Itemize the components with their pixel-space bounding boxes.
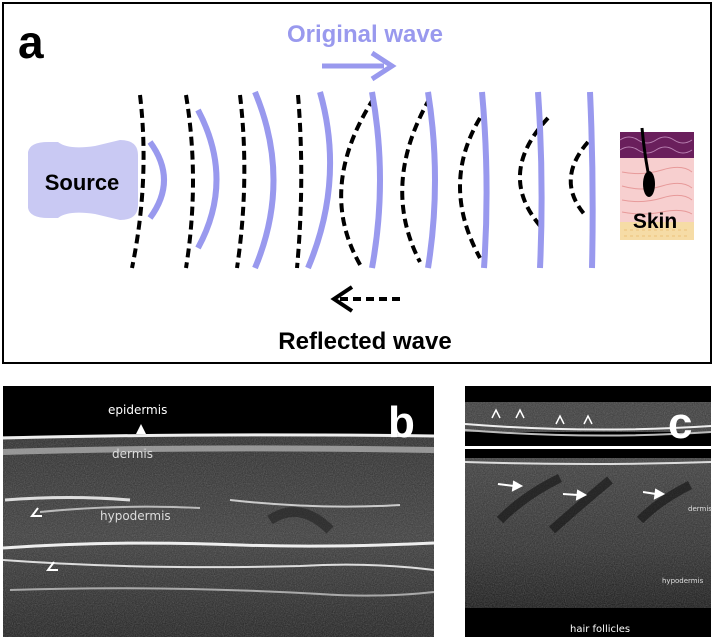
b-dermis-label: dermis	[112, 447, 153, 461]
original-front-3	[252, 90, 277, 270]
arrowhead-marker-icon	[491, 408, 593, 425]
c-dermis-label: dermis	[688, 505, 712, 513]
panel-b: epidermis dermis hypodermis b	[2, 386, 435, 637]
original-front-7	[479, 91, 490, 269]
reflected-front-6	[400, 97, 432, 263]
reflected-front-5	[339, 96, 376, 270]
original-front-2	[195, 108, 220, 250]
panel-a-letter: a	[18, 16, 44, 68]
arrow-right-icon	[497, 480, 666, 501]
reflected-front-4	[295, 94, 304, 269]
transducer-icon	[28, 140, 138, 220]
arrowhead-marker-icon	[46, 561, 58, 571]
original-front-1	[147, 140, 167, 220]
reflected-wave-label: Reflected wave	[278, 328, 451, 355]
c-hair-follicles-label: hair follicles	[570, 624, 630, 635]
original-front-4	[305, 91, 334, 270]
original-front-8	[535, 91, 545, 269]
reflected-front-9	[568, 140, 590, 217]
original-front-9	[587, 91, 596, 269]
wavefronts	[130, 90, 596, 270]
original-front-5	[369, 91, 383, 269]
b-hypodermis-label: hypodermis	[100, 509, 171, 523]
reflected-front-7	[458, 116, 482, 259]
panel-c: c dermis hypodermis hair follicles	[464, 386, 712, 637]
reflected-front-2	[184, 94, 195, 269]
original-wave-label: Original wave	[287, 21, 443, 48]
arrowhead-marker-icon	[136, 424, 146, 434]
reflected-front-1	[130, 94, 146, 269]
c-hypodermis-label: hypodermis	[662, 577, 704, 585]
dashed-arrow-left-icon	[330, 285, 402, 313]
skin-cross-section-icon	[619, 127, 694, 240]
panel-b-letter: b	[388, 398, 415, 447]
panel-a: a Original wave Source	[2, 2, 712, 364]
original-front-6	[425, 91, 438, 269]
source-label: Source	[45, 170, 120, 195]
arrowhead-marker-icon	[30, 507, 42, 517]
b-epidermis-label: epidermis	[108, 403, 167, 417]
panel-c-letter: c	[668, 399, 692, 448]
arrow-right-icon	[322, 50, 397, 82]
reflected-front-3	[235, 94, 247, 269]
skin-label: Skin	[633, 210, 677, 233]
